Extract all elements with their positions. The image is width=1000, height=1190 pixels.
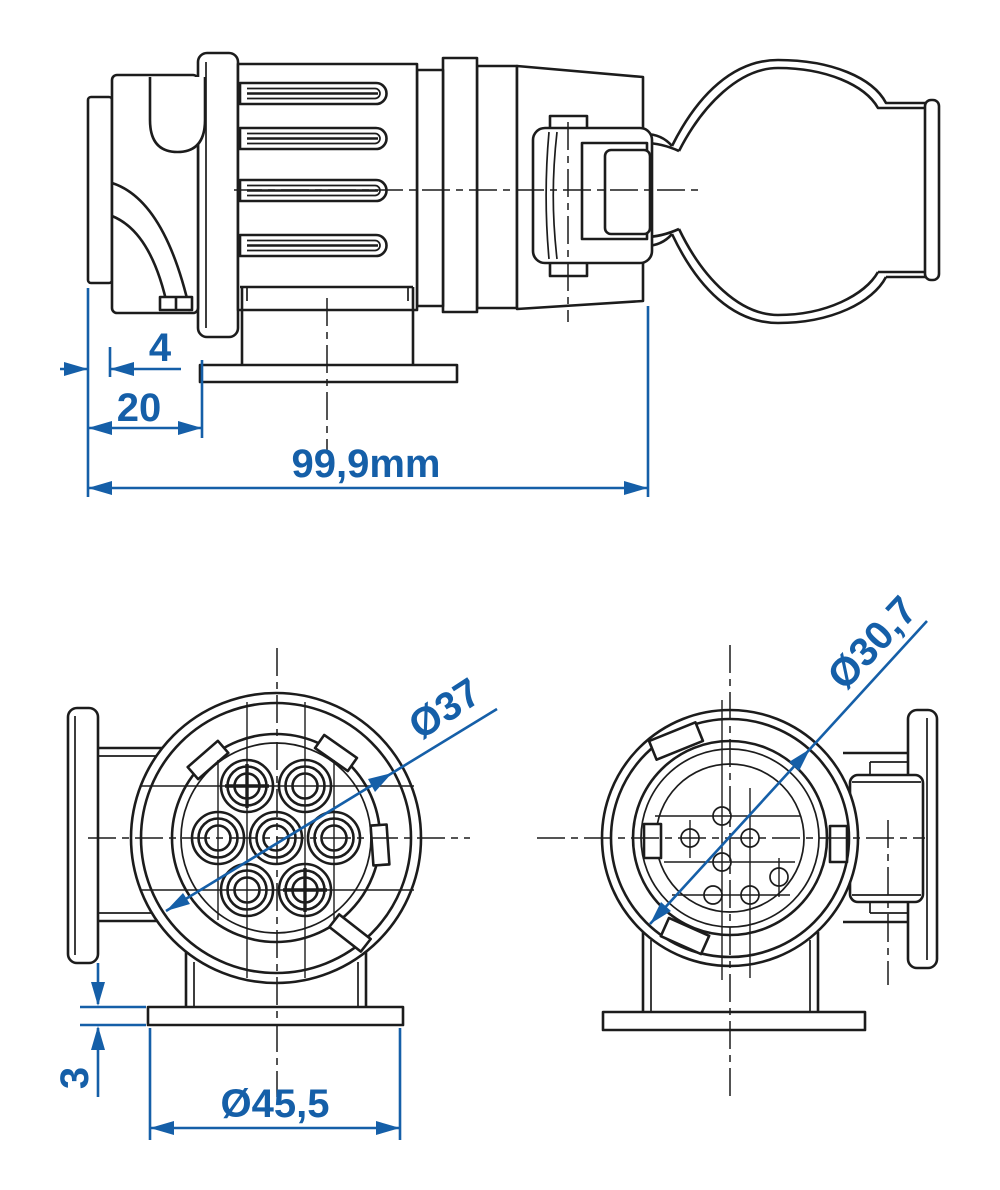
front-view-7pin: Ø37 3 Ø45,5 [53,648,498,1140]
grip-curve [111,181,192,312]
arrowhead [650,902,671,924]
pin-grid-lines [140,702,414,978]
arrowhead [376,1121,400,1135]
grip-slot [238,81,388,106]
arrowhead [789,749,810,771]
front-centerlines [88,648,470,1097]
arrowhead [150,1121,174,1135]
side-view-dimensions: 4 20 99,9mm [60,288,650,497]
arrowhead [91,982,105,1006]
pin-hole [740,885,760,905]
pin-hole [712,806,732,826]
latch-mechanism [531,114,654,278]
cap-shell-outer [670,233,925,325]
arrowhead [88,481,112,495]
front-pedestal [146,952,405,1027]
pin-contact [219,862,275,918]
bayonet-notch [642,822,663,860]
arrowhead [166,893,190,911]
pin-contact [277,862,333,918]
flange-plate [66,706,100,965]
side-view-centerlines [234,122,700,450]
rear-view-13pin: Ø30,7 [537,588,939,1100]
side-view: 4 20 99,9mm [60,51,941,497]
dimension-line-diameter-30 [649,620,928,925]
arrowhead [624,481,648,495]
grip-slot [238,126,388,151]
cap-shell-inner [677,228,925,317]
arrowhead [64,362,88,376]
neck-segment [441,56,479,314]
bayonet-tabs [186,733,391,953]
rear-pedestal [601,932,867,1032]
front-flange-side [66,706,165,965]
neck-segment [415,68,445,308]
dim-label-collar-depth: 20 [117,386,162,430]
thumb-slot [148,77,207,154]
dim-label-overall-length: 99,9mm [292,442,441,486]
bayonet-notch [828,824,849,864]
pin-contact [219,758,275,814]
base-plate-side [198,363,459,384]
dimension-line-diameter-37 [165,707,498,913]
pin-holes [680,806,789,905]
latch-inner-frame [603,148,652,236]
bayonet-tab [313,733,359,773]
grip-curve [111,214,170,310]
pin-hole [703,885,723,905]
dim-label-base-diameter: Ø45,5 [221,1082,330,1126]
arrowhead [178,421,202,435]
base-plate-rear [601,1010,867,1032]
bayonet-tab [186,739,230,781]
bayonet-tab [369,823,391,867]
arrowhead [88,421,112,435]
dim-label-base-thickness: 3 [53,1067,97,1089]
dim-label-collar-offset: 4 [149,326,172,370]
arrowhead [91,1026,105,1050]
pin-hole [769,867,789,887]
cap-assembly [644,58,941,325]
collar-outline [86,95,114,285]
bayonet-notch [647,721,705,761]
bayonet-tab [328,913,372,953]
cap-end-plate [923,98,941,282]
rear-grid-lines [655,700,800,980]
arrowhead [110,362,134,376]
dim-label-socket-diameter-37: Ø37 [401,670,488,748]
rear-centerlines [537,645,925,1100]
cap-shell-inner [677,66,925,152]
grip-slot [238,233,388,258]
arrowhead [368,773,392,792]
pin-contact [277,758,333,814]
base-plate-front [146,1005,405,1027]
bayonet-notch [659,916,711,956]
neck-segment [475,64,519,310]
cap-shell-outer [670,58,925,147]
bayonet-notches [642,721,849,956]
pin-hole [712,852,732,872]
mounting-base-side [198,285,459,384]
